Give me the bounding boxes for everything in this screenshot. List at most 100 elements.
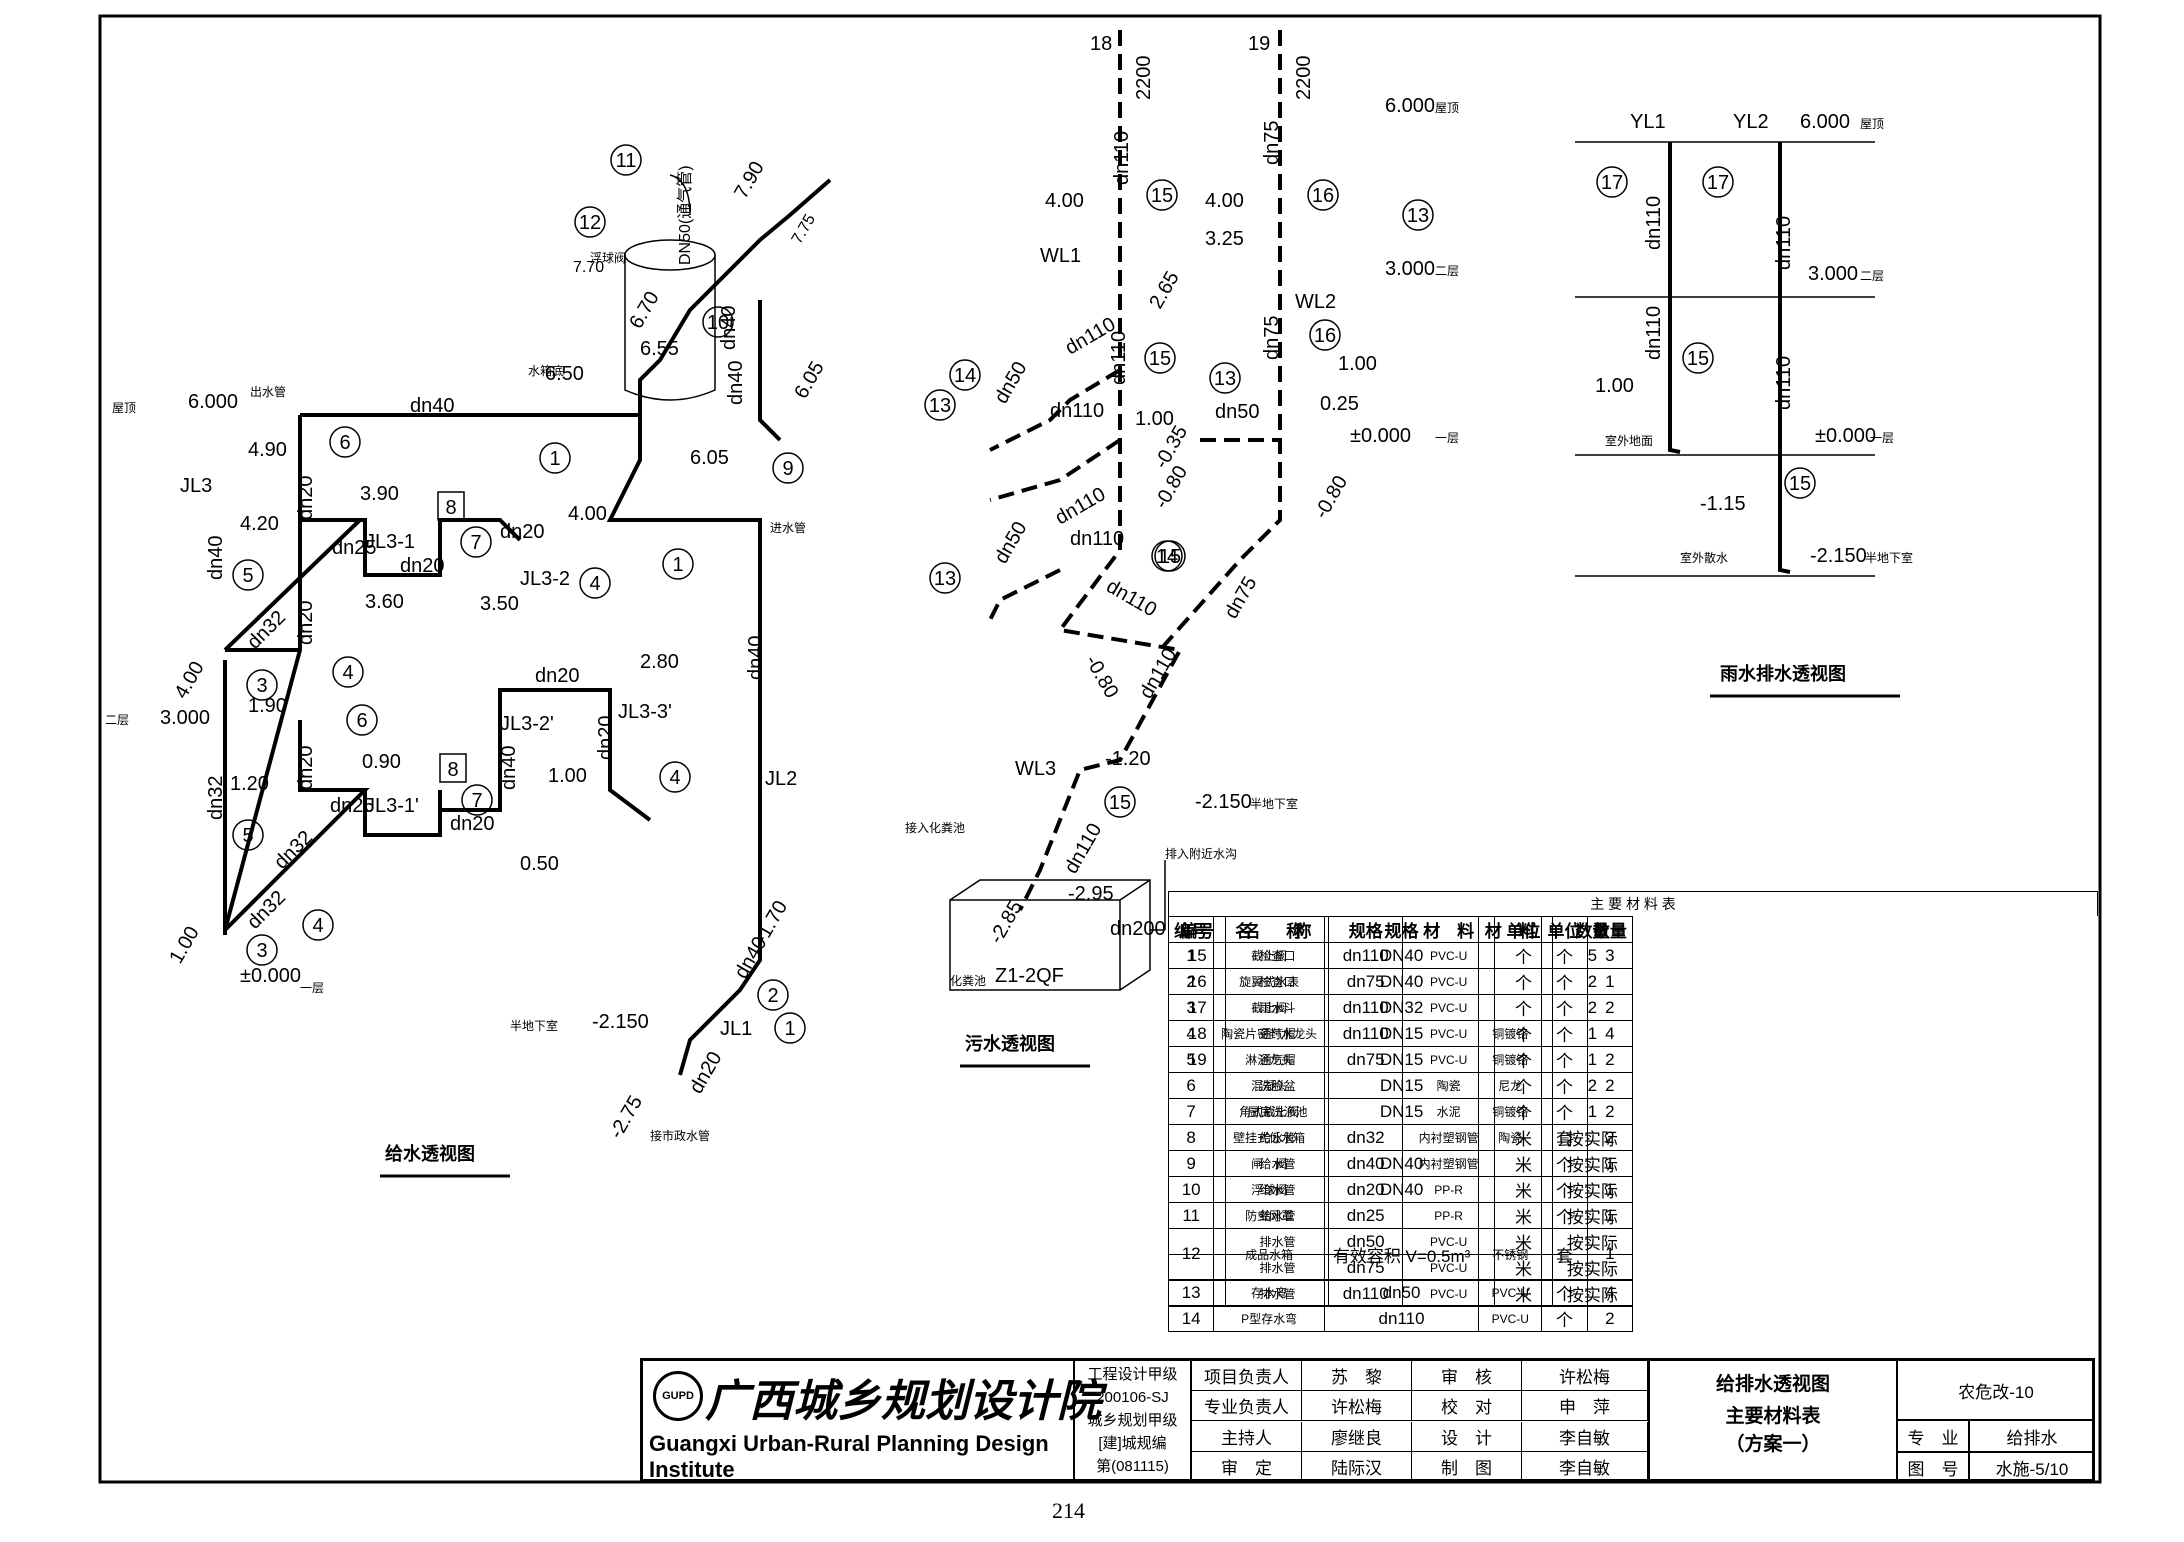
- drawing-frame: [98, 14, 2102, 1484]
- table-cell: dn110: [1323, 1305, 1480, 1332]
- table-cell: 通气帽: [1225, 1020, 1330, 1047]
- rain-title: 雨水排水透视图: [1720, 663, 1846, 684]
- table-cell: PVC-U: [1401, 1280, 1496, 1307]
- table-cell: [1167, 1176, 1227, 1203]
- svg-text:3.90: 3.90: [360, 483, 399, 505]
- svg-text:15: 15: [1149, 348, 1171, 370]
- svg-text:dn50: dn50: [990, 518, 1031, 568]
- svg-text:14: 14: [1156, 546, 1178, 568]
- qualification-line: [建]城规编: [1098, 1435, 1167, 1452]
- table-cell: 内衬塑钢管: [1401, 1124, 1496, 1151]
- svg-text:dn20: dn20: [450, 813, 495, 835]
- table-cell: dn75: [1328, 1254, 1403, 1281]
- sheet-label: 图 号: [1907, 1459, 1959, 1479]
- role-cell: 设 计: [1412, 1421, 1522, 1452]
- svg-text:JL3-2: JL3-2: [520, 568, 570, 590]
- table-cell: 2: [1586, 1305, 1634, 1332]
- svg-text:±0.000: ±0.000: [240, 965, 301, 987]
- role-cell: 项目负责人: [1192, 1361, 1302, 1391]
- sheet-value: 水施-5/10: [1995, 1459, 2069, 1479]
- svg-text:1.00: 1.00: [1135, 408, 1174, 430]
- table-cell: 通气帽: [1225, 1046, 1330, 1073]
- svg-text:二层: 二层: [1860, 269, 1884, 283]
- svg-text:dn110: dn110: [1108, 331, 1130, 385]
- svg-text:15: 15: [1789, 473, 1811, 495]
- materials-title: 主 要 材 料 表: [1168, 891, 2098, 916]
- table-cell: PVC-U: [1401, 1046, 1496, 1073]
- svg-text:dn110: dn110: [1643, 306, 1665, 360]
- svg-text:dn20: dn20: [295, 601, 317, 646]
- drawing-title-2: 主要材料表: [1725, 1405, 1821, 1427]
- table-cell: 按实际: [1551, 1124, 1634, 1151]
- table-cell: 5: [1551, 942, 1634, 969]
- table-cell: 洗脸盆: [1225, 1072, 1330, 1099]
- table-cell: dn75: [1328, 1046, 1403, 1073]
- drawing-title-1: 给排水透视图: [1715, 1373, 1830, 1395]
- table-cell: 米: [1494, 1280, 1553, 1307]
- svg-text:-2.150: -2.150: [1810, 545, 1867, 567]
- table-cell: 米: [1494, 1124, 1553, 1151]
- svg-text:1: 1: [672, 554, 683, 576]
- table-cell: dn110: [1328, 1280, 1403, 1307]
- svg-text:YL1: YL1: [1630, 111, 1666, 133]
- svg-text:dn32: dn32: [243, 887, 290, 934]
- role-cell: 许松梅: [1302, 1391, 1412, 1422]
- svg-text:7: 7: [470, 532, 481, 554]
- svg-text:1.20: 1.20: [230, 773, 269, 795]
- table-cell: dn75: [1328, 968, 1403, 995]
- table-cell: 按实际: [1551, 1280, 1634, 1307]
- svg-text:6.70: 6.70: [625, 288, 664, 333]
- table-cell: dn40: [1328, 1150, 1403, 1177]
- svg-text:7: 7: [471, 790, 482, 812]
- table-cell: 个: [1494, 994, 1553, 1021]
- role-cell: 李自敏: [1522, 1421, 1648, 1452]
- svg-text:17: 17: [1707, 172, 1729, 194]
- svg-text:9: 9: [782, 458, 793, 480]
- svg-text:dn75: dn75: [1261, 121, 1283, 166]
- svg-text:-2.150: -2.150: [592, 1011, 649, 1033]
- svg-text:dn40: dn40: [205, 536, 227, 581]
- svg-text:17: 17: [1601, 172, 1623, 194]
- svg-text:4.00: 4.00: [170, 658, 209, 703]
- svg-text:7.70: 7.70: [573, 259, 604, 276]
- institute-name-en: Guangxi Urban-Rural Planning Design Inst…: [649, 1431, 1049, 1482]
- table-cell: PVC-U: [1401, 1254, 1496, 1281]
- svg-text:dn110: dn110: [1773, 216, 1795, 270]
- drawing-title-3: （方案一）: [1725, 1433, 1821, 1455]
- svg-text:浮球阀: 浮球阀: [590, 251, 626, 265]
- sewage-title: 污水透视图: [965, 1033, 1055, 1054]
- svg-text:半地下室: 半地下室: [1250, 796, 1298, 811]
- svg-text:15: 15: [1687, 348, 1709, 370]
- svg-text:6.55: 6.55: [640, 338, 679, 360]
- role-cell: 制 图: [1412, 1451, 1522, 1482]
- svg-text:2200: 2200: [1293, 56, 1315, 101]
- water-supply-diagram: 6.000 4.90 4.20 4.00 3.000 1.90 1.20 1.0…: [105, 144, 832, 1178]
- table-cell: 2: [1551, 994, 1634, 1021]
- svg-text:±0.000: ±0.000: [1815, 425, 1876, 447]
- role-cell: 审 核: [1412, 1361, 1522, 1391]
- table-cell: dn25: [1328, 1202, 1403, 1229]
- svg-text:12: 12: [579, 212, 601, 234]
- svg-text:13: 13: [1407, 205, 1429, 227]
- table-cell: 内衬塑钢管: [1401, 1150, 1496, 1177]
- role-cell: 廖继良: [1302, 1421, 1412, 1452]
- table-cell: 个: [1541, 1305, 1588, 1332]
- svg-text:接入化粪池: 接入化粪池: [905, 820, 965, 835]
- table-cell: 个: [1494, 968, 1553, 995]
- qualification-line: 200106-SJ: [1096, 1389, 1169, 1406]
- svg-text:1.90: 1.90: [248, 695, 287, 717]
- svg-text:6.50: 6.50: [545, 363, 584, 385]
- table-cell: 个: [1494, 1046, 1553, 1073]
- svg-text:13: 13: [934, 568, 956, 590]
- table-cell: 17: [1167, 994, 1227, 1021]
- qualification-line: 城乡规划甲级: [1087, 1412, 1178, 1429]
- table-cell: dn50: [1328, 1228, 1403, 1255]
- table-cell: 米: [1494, 1150, 1553, 1177]
- table-cell: 按实际: [1551, 1202, 1634, 1229]
